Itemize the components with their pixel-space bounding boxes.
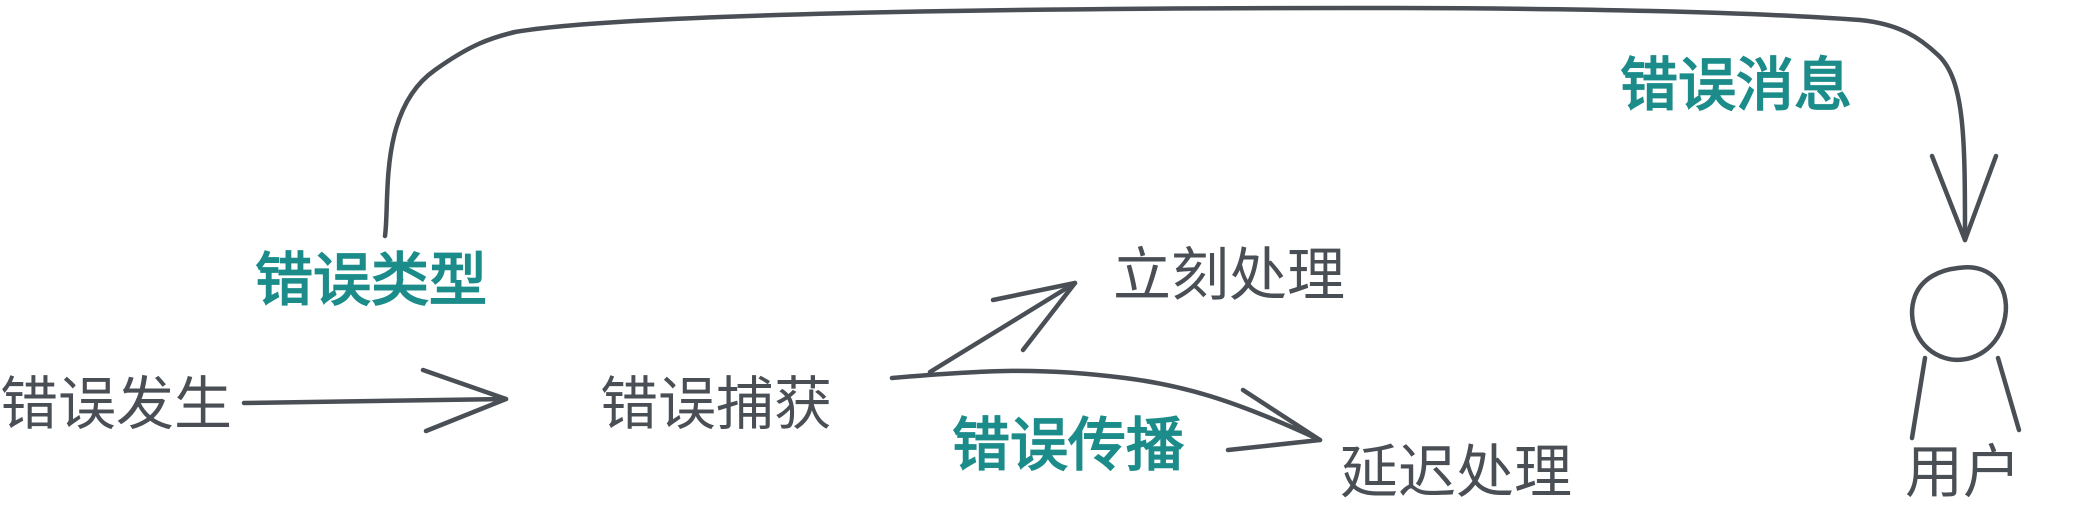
- arrow-caught-to-now: [927, 280, 1078, 375]
- user-left-arm-icon: [1909, 355, 1928, 441]
- label-error-propagation: 错误传播: [952, 411, 1185, 479]
- arrowhead-now-icon: [990, 280, 1078, 353]
- arrowhead-user-icon: [1929, 153, 1999, 243]
- user-icon: [1909, 264, 2022, 441]
- user-right-arm-icon: [1995, 355, 2022, 433]
- label-error-message: 错误消息: [1620, 51, 1852, 119]
- node-error-caught: 错误捕获: [600, 370, 832, 438]
- arrowhead-caught-icon: [420, 367, 509, 434]
- arrow-caught-to-later: [889, 368, 1323, 443]
- user-head-icon: [1909, 264, 2009, 363]
- node-user: 用户: [1905, 438, 2021, 506]
- arrowhead-later-icon: [1225, 387, 1323, 453]
- arrow-occurred-to-caught: [241, 396, 509, 406]
- node-error-occurred: 错误发生: [0, 370, 232, 438]
- label-error-type: 错误类型: [255, 246, 487, 314]
- node-handle-later: 延迟处理: [1340, 438, 1572, 506]
- node-handle-now: 立刻处理: [1113, 241, 1345, 309]
- arrow-type-to-user: [382, 5, 1968, 243]
